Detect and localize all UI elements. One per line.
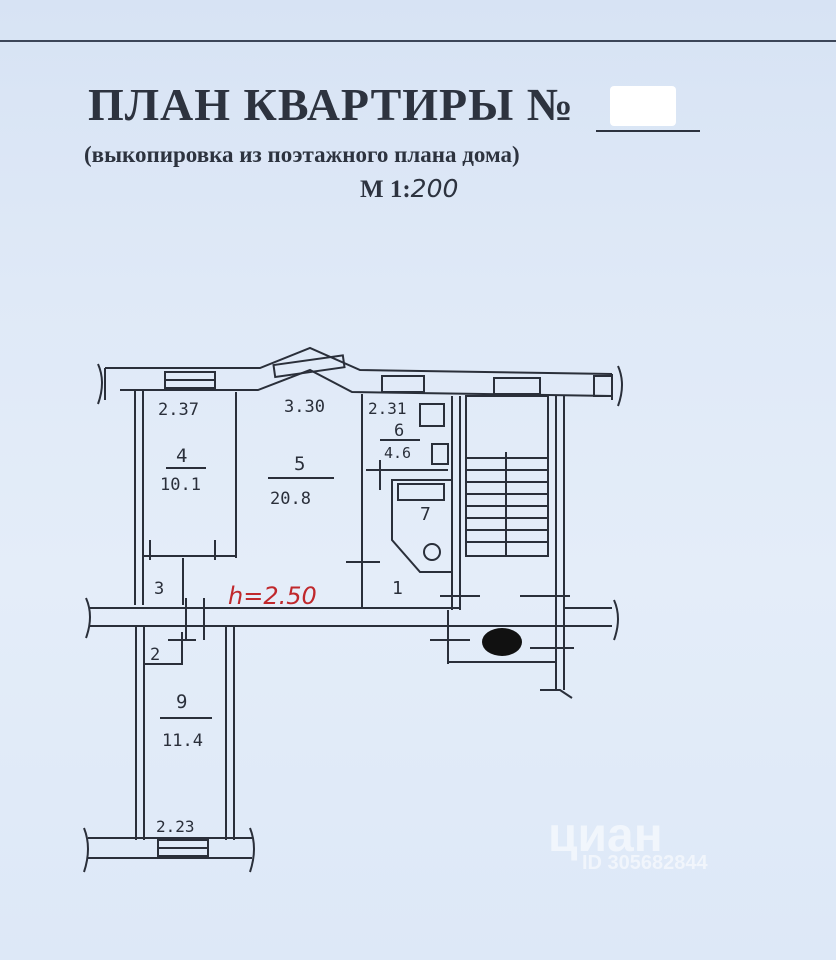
watermark-brand: циан <box>548 809 663 862</box>
stair-steps <box>466 452 548 556</box>
window-stair <box>493 377 541 395</box>
stove <box>419 403 445 427</box>
stair-wall-end <box>540 689 573 699</box>
ceiling-height-note: h=2.50 <box>228 582 317 610</box>
window-right <box>593 375 613 397</box>
room4-area: 10.1 <box>160 475 201 495</box>
room9-number: 9 <box>176 691 187 713</box>
apartment-number-blank <box>596 90 700 132</box>
redaction-mark <box>482 628 522 656</box>
room7-number: 7 <box>420 504 431 525</box>
closet2-wall <box>144 632 183 665</box>
top-wall-break-left <box>97 363 103 405</box>
room4-number: 4 <box>176 445 187 467</box>
document-subtitle: (выкопировка из поэтажного плана дома) <box>84 142 520 167</box>
room4-dimension: 2.37 <box>158 400 199 420</box>
scale-label: М 1:200 <box>360 174 458 204</box>
room5-area: 20.8 <box>270 489 311 509</box>
scale-prefix: М 1: <box>360 176 411 203</box>
room3-number: 3 <box>154 579 164 599</box>
room6-area: 4.6 <box>384 444 411 462</box>
sink <box>431 443 449 465</box>
document-title: ПЛАН КВАРТИРЫ № <box>88 79 575 130</box>
room5-number: 5 <box>294 453 305 475</box>
toilet <box>423 543 441 561</box>
top-wall-break-right <box>617 365 623 407</box>
top-rule <box>0 40 836 42</box>
bathtub <box>397 483 445 501</box>
room1-number: 1 <box>392 578 403 599</box>
room9-area: 11.4 <box>162 731 203 751</box>
room9-dimension: 2.23 <box>156 817 195 836</box>
apartment-number-redaction <box>610 86 676 126</box>
corridor-break-left <box>85 597 91 639</box>
corridor-break-right <box>613 599 619 641</box>
bottom-break-left <box>83 827 89 873</box>
watermark-id: ID 305682844 <box>582 852 708 874</box>
room2-number: 2 <box>150 645 160 665</box>
scale-value: 200 <box>410 174 459 203</box>
room6-number: 6 <box>394 421 404 441</box>
window-room6 <box>381 375 425 393</box>
top-wall-outer <box>105 346 613 375</box>
bay-window <box>272 354 346 379</box>
bottom-break-right <box>249 827 255 873</box>
bathroom-outline <box>391 479 453 573</box>
room5-dimension: 3.30 <box>284 397 325 417</box>
room6-dimension: 2.31 <box>368 399 407 418</box>
top-wall-inner <box>120 368 613 397</box>
